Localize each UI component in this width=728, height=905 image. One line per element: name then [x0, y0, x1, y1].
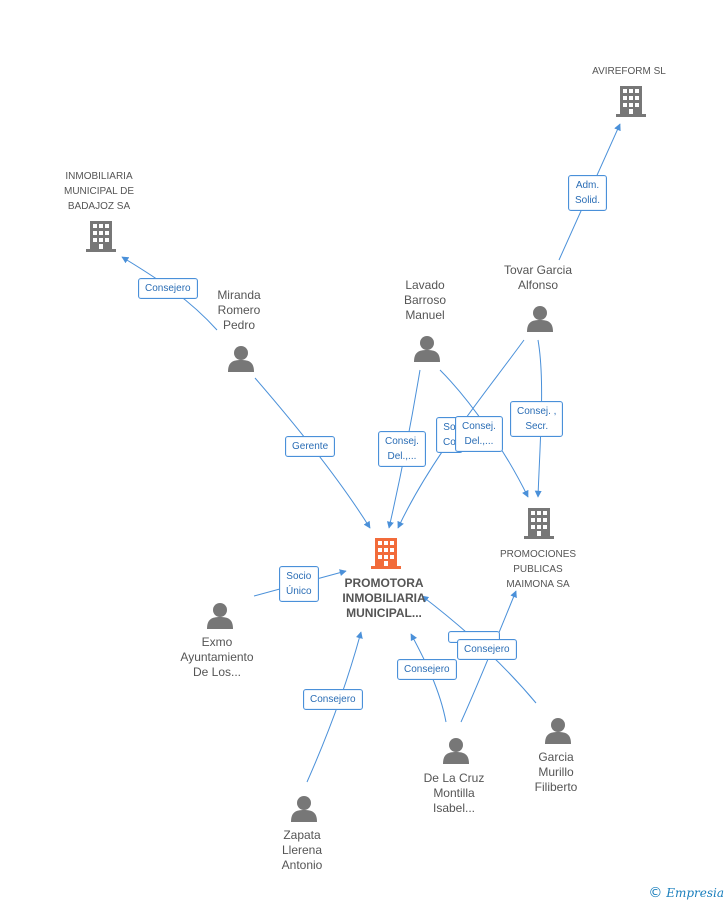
node-label-delacruz[interactable]: De La Cruz Montilla Isabel...: [423, 771, 485, 815]
person-icon[interactable]: [443, 738, 469, 764]
node-label-main-company[interactable]: PROMOTORA INMOBILIARIA MUNICIPAL...: [342, 576, 426, 620]
person-icon[interactable]: [291, 796, 317, 822]
node-label-garcia[interactable]: Garcia Murillo Filiberto: [534, 750, 578, 794]
edges: [121, 123, 621, 783]
edge-label-consejero[interactable]: Consejero: [397, 659, 457, 680]
edge-label-consejero[interactable]: Consejero: [457, 639, 517, 660]
node-label-avireform[interactable]: AVIREFORM SL: [592, 66, 666, 77]
edge-label-consejero[interactable]: Consejero: [138, 278, 198, 299]
node-label-promociones-maimona[interactable]: PROMOCIONES PUBLICAS MAIMONA SA: [499, 549, 577, 590]
building-icon[interactable]: [86, 221, 116, 252]
building-icon[interactable]: [371, 538, 401, 569]
node-label-inmobiliaria-badajoz[interactable]: INMOBILIARIA MUNICIPAL DE BADAJOZ SA: [63, 171, 134, 212]
footer-brand[interactable]: © Empresia: [648, 885, 724, 901]
copyright-icon: ©: [648, 885, 663, 901]
building-icon[interactable]: [616, 86, 646, 117]
edge-label-consej-del[interactable]: Consej. Del.,...: [378, 431, 426, 467]
edge-label-gerente[interactable]: Gerente: [285, 436, 336, 457]
node-label-tovar[interactable]: Tovar Garcia Alfonso: [503, 263, 573, 292]
person-icon[interactable]: [414, 336, 440, 362]
person-icon[interactable]: [228, 346, 254, 372]
node-label-zapata[interactable]: Zapata Llerena Antonio: [281, 828, 323, 872]
edge-label-consej-del[interactable]: Consej. Del.,...: [455, 416, 503, 452]
node-label-exmo[interactable]: Exmo Ayuntamiento De Los...: [180, 635, 254, 679]
person-icon[interactable]: [545, 718, 571, 744]
edge-label-adm-solid[interactable]: Adm. Solid.: [568, 175, 608, 211]
brand-name: Empresia: [666, 886, 724, 900]
building-icon[interactable]: [524, 508, 554, 539]
node-label-lavado[interactable]: Lavado Barroso Manuel: [403, 278, 447, 322]
edge-label-consej-secr[interactable]: Consej. , Secr.: [510, 401, 564, 437]
person-icon[interactable]: [527, 306, 553, 332]
edge-label-consejero[interactable]: Consejero: [303, 689, 363, 710]
edge-label-socio-unico[interactable]: Socio Único: [279, 566, 319, 602]
node-label-miranda[interactable]: Miranda Romero Pedro: [217, 288, 261, 332]
person-icon[interactable]: [207, 603, 233, 629]
